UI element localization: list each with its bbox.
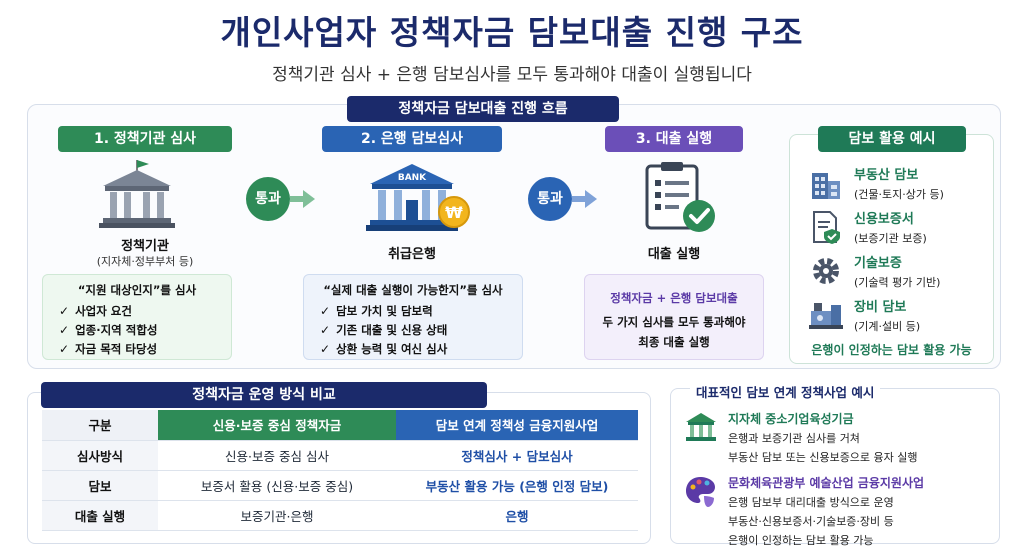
- step-3-name: 대출 실행: [647, 247, 701, 262]
- comparison-header: 정책자금 운영 방식 비교: [41, 382, 487, 408]
- table-cell: 은행: [396, 500, 638, 531]
- pass-badge: 통과: [528, 177, 572, 221]
- criteria-item: ✓자금 목적 타당성: [59, 342, 158, 356]
- won-coin-icon: ₩: [445, 203, 463, 222]
- table-row: 담보 보증서 활용 (신용·보증 중심) 부동산 활용 가능 (은행 인정 담보…: [42, 470, 638, 501]
- criteria-item: ✓사업자 요건: [59, 304, 132, 318]
- collateral-item-guarantee: 신용보증서 (보증기관 보증): [808, 208, 927, 246]
- step-1-sub: (지자체·정부부처 등): [96, 255, 194, 268]
- policy-line: 부동산·신용보증서·기술보증·장비 등: [728, 515, 894, 528]
- table-cell: 보증기관·은행: [158, 500, 396, 531]
- collateral-footer: 은행이 인정하는 담보 활용 가능: [811, 343, 972, 357]
- table-cell: 보증서 활용 (신용·보증 중심): [158, 470, 396, 501]
- policy-item-arts-fund: 문화체육관광부 예술산업 금융지원사업 은행 담보부 대리대출 방식으로 운영 …: [684, 474, 924, 547]
- page-title: 개인사업자 정책자금 담보대출 진행 구조: [220, 13, 804, 52]
- checklist-approved-icon: [645, 162, 715, 232]
- step-3: 3. 대출 실행: [605, 126, 743, 152]
- check-icon: ✓: [59, 304, 70, 318]
- step-2-criteria-box: “실제 대출 실행이 가능한지”를 심사 ✓담보 가치 및 담보력 ✓기존 대출…: [303, 274, 523, 360]
- palette-mask-icon: [686, 477, 715, 507]
- step-1-name: 정책기관: [121, 239, 169, 254]
- pass-badge: 통과: [246, 177, 290, 221]
- flow-header: 정책자금 담보대출 진행 흐름: [347, 96, 619, 122]
- criteria-item: ✓기존 대출 및 신용 상태: [320, 323, 448, 337]
- collateral-desc: (기술력 평가 기반): [854, 276, 941, 289]
- step-1-criteria-box: “지원 대상인지”를 심사 ✓사업자 요건 ✓업종·지역 적합성 ✓자금 목적 …: [42, 274, 232, 360]
- table-header-cell: 담보 연계 정책성 금융지원사업: [396, 410, 638, 441]
- bank-building-icon: BANK ₩: [366, 164, 470, 231]
- local-government-icon: [686, 413, 716, 441]
- collateral-name: 부동산 담보: [854, 168, 919, 183]
- policy-title: 대표적인 담보 연계 정책사업 예시: [690, 382, 881, 401]
- check-icon: ✓: [59, 342, 70, 356]
- policy-line: 은행과 보증기관 심사를 거쳐: [728, 432, 860, 445]
- check-icon: ✓: [320, 342, 331, 356]
- policy-line: 은행이 인정하는 담보 활용 가능: [728, 534, 874, 547]
- building-icon: [812, 173, 840, 199]
- criteria-item: ✓업종·지역 적합성: [59, 323, 158, 337]
- step-2-name: 취급은행: [388, 247, 436, 262]
- collateral-name: 기술보증: [854, 256, 902, 271]
- collateral-label: 담보 활용 예시: [818, 126, 966, 152]
- gear-icon: [813, 258, 839, 284]
- table-row: 심사방식 신용·보증 중심 심사 정책심사 + 담보심사: [42, 440, 638, 471]
- collateral-desc: (건물·토지·상가 등): [854, 188, 944, 201]
- policy-name: 지자체 중소기업육성기금: [728, 412, 854, 426]
- check-icon: ✓: [320, 304, 331, 318]
- table-header-cell: 구분: [42, 410, 158, 441]
- arrow-right-icon: [290, 190, 315, 208]
- table-cell: 정책심사 + 담보심사: [396, 440, 638, 471]
- step-1: 1. 정책기관 심사: [58, 126, 232, 152]
- table-cell: 담보: [42, 470, 158, 501]
- step-3-result-box: 정책자금 + 은행 담보대출 두 가지 심사를 모두 통과해야 최종 대출 실행: [584, 274, 764, 360]
- step-1-label: 1. 정책기관 심사: [58, 126, 232, 152]
- step-1-box-head: “지원 대상인지”를 심사: [77, 283, 197, 297]
- check-icon: ✓: [59, 323, 70, 337]
- table-cell: 부동산 활용 가능 (은행 인정 담보): [396, 470, 638, 501]
- step-3-box-line: 최종 대출 실행: [638, 335, 710, 349]
- step-3-box-head: 정책자금 + 은행 담보대출: [610, 291, 738, 305]
- collateral-item-tech: 기술보증 (기술력 평가 기반): [808, 252, 940, 290]
- arrow-right-icon: [572, 190, 597, 208]
- table-cell: 대출 실행: [42, 500, 158, 531]
- policy-line: 은행 담보부 대리대출 방식으로 운영: [728, 496, 894, 509]
- collateral-item-real-estate: 부동산 담보 (건물·토지·상가 등): [808, 164, 944, 202]
- table-header-row: 구분 신용·보증 중심 정책자금 담보 연계 정책성 금융지원사업: [42, 410, 638, 441]
- table-row: 대출 실행 보증기관·은행 은행: [42, 500, 638, 531]
- policy-line: 부동산 담보 또는 신용보증으로 융자 실행: [728, 451, 918, 464]
- criteria-item: ✓담보 가치 및 담보력: [320, 304, 433, 318]
- government-building-icon: [99, 160, 175, 228]
- collateral-desc: (기계·설비 등): [854, 320, 921, 333]
- table-header-cell: 신용·보증 중심 정책자금: [158, 410, 396, 441]
- step-2-box-head: “실제 대출 실행이 가능한지”를 심사: [323, 283, 503, 297]
- criteria-item: ✓상환 능력 및 여신 심사: [320, 342, 448, 356]
- table-cell: 신용·보증 중심 심사: [158, 440, 396, 471]
- bank-label: BANK: [398, 173, 427, 183]
- policy-name: 문화체육관광부 예술산업 금융지원사업: [728, 476, 925, 490]
- page-subtitle: 정책기관 심사 + 은행 담보심사를 모두 통과해야 대출이 실행됩니다: [272, 65, 752, 85]
- step-3-label: 3. 대출 실행: [605, 126, 743, 152]
- table-cell: 심사방식: [42, 440, 158, 471]
- step-2-label: 2. 은행 담보심사: [322, 126, 502, 152]
- check-icon: ✓: [320, 323, 331, 337]
- step-2: 2. 은행 담보심사: [322, 126, 502, 152]
- collateral-name: 신용보증서: [854, 212, 914, 227]
- machine-icon: [809, 303, 843, 329]
- collateral-desc: (보증기관 보증): [854, 232, 927, 245]
- comparison-table: 구분 신용·보증 중심 정책자금 담보 연계 정책성 금융지원사업 심사방식 신…: [42, 410, 638, 531]
- pass-indicator-2: 통과: [528, 177, 598, 221]
- collateral-item-equipment: 장비 담보 (기계·설비 등): [808, 296, 920, 334]
- certificate-icon: [813, 211, 840, 244]
- collateral-name: 장비 담보: [854, 300, 907, 315]
- policy-item-local-fund: 지자체 중소기업육성기금 은행과 보증기관 심사를 거쳐 부동산 담보 또는 신…: [684, 410, 918, 465]
- pass-indicator-1: 통과: [246, 177, 316, 221]
- step-3-box-line: 두 가지 심사를 모두 통과해야: [602, 315, 746, 329]
